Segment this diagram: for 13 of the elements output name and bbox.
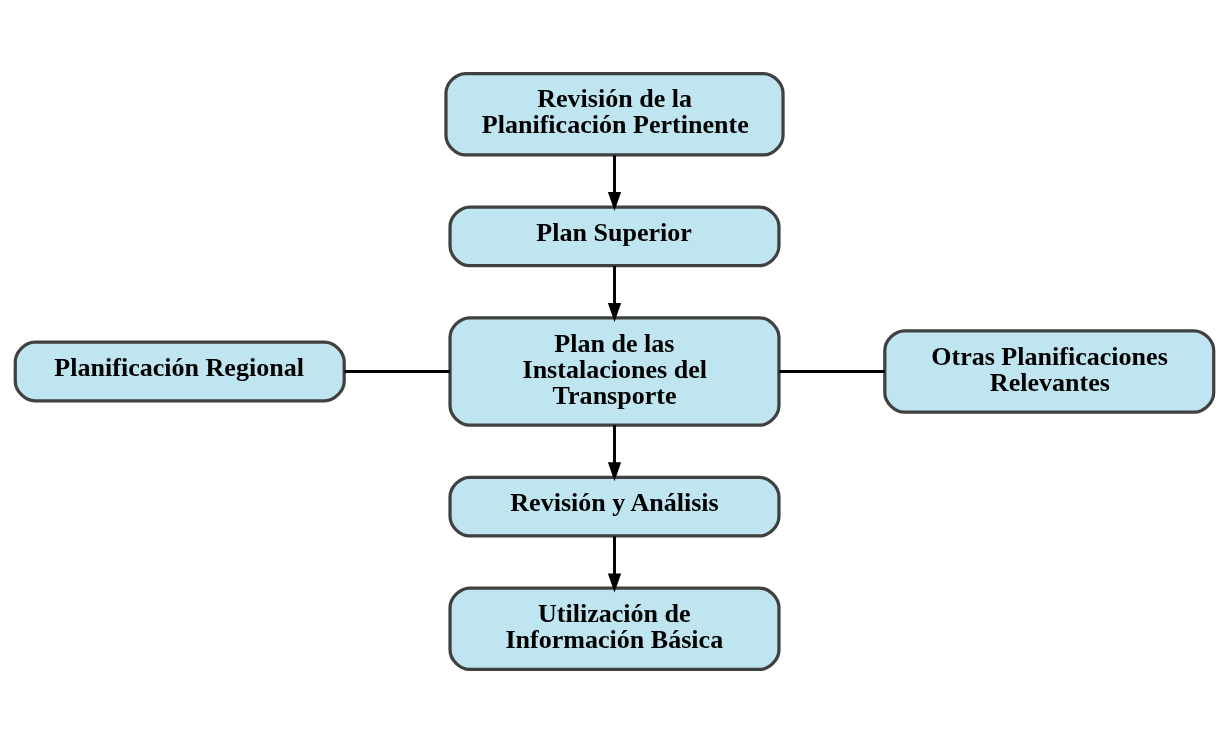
node-box: Plan Superior bbox=[448, 205, 781, 268]
node-box: Planificación Regional bbox=[13, 340, 346, 403]
arrow bbox=[607, 265, 622, 322]
node-box: Revisión de la Planificación Pertinente bbox=[444, 71, 785, 157]
arrow bbox=[607, 155, 622, 211]
connector bbox=[344, 370, 450, 373]
node-box: Otras Planificaciones Relevantes bbox=[883, 329, 1216, 414]
connector bbox=[779, 370, 885, 373]
node-box: Plan de las Instalaciones del Transporte bbox=[448, 316, 781, 427]
arrow bbox=[607, 425, 622, 482]
arrow bbox=[607, 536, 622, 593]
node-box: Revisión y Análisis bbox=[448, 475, 781, 538]
node-box: Utilización de Información Básica bbox=[448, 586, 781, 672]
